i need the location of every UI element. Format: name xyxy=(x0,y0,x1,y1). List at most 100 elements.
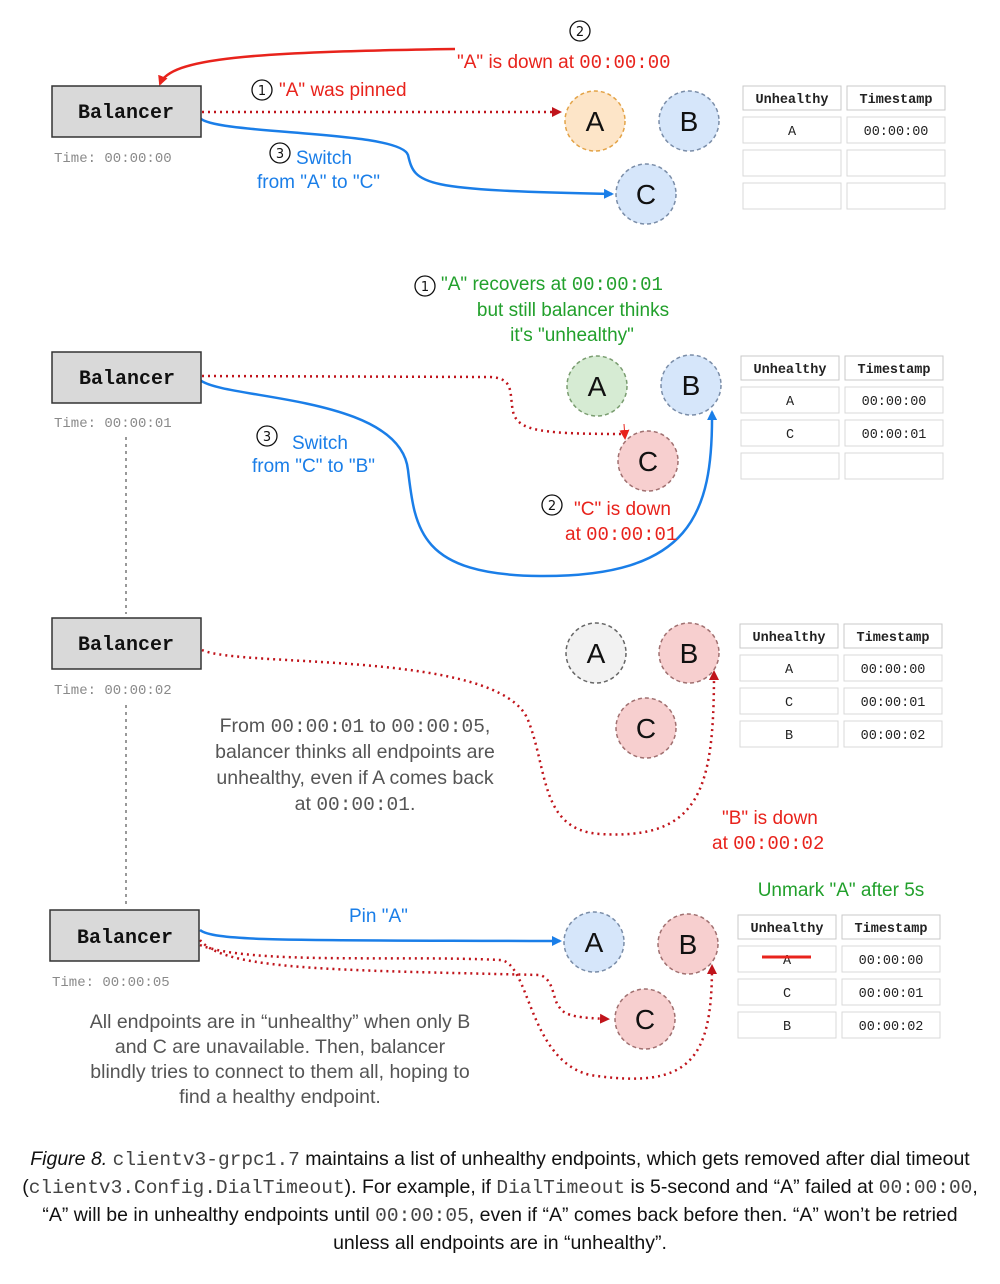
step-number: 3 xyxy=(276,147,284,162)
balancer-label: Balancer xyxy=(77,927,173,950)
note-line: and C are unavailable. Then, balancer xyxy=(115,1036,446,1058)
node-c-label: C xyxy=(635,1004,655,1035)
panel-1: Balancer Time: 00:00:00 A B C 2 "A" is d… xyxy=(51,20,946,225)
panel-2: Balancer Time: 00:00:01 A B C 1 "A" reco… xyxy=(51,274,944,578)
node-c xyxy=(617,430,679,492)
note-line: at 00:00:01. xyxy=(295,793,416,816)
balancer-label: Balancer xyxy=(78,634,174,657)
svg-text:A: A xyxy=(788,125,797,140)
tries-b-arrow xyxy=(201,648,719,836)
balancer-box xyxy=(49,909,200,962)
svg-text:C: C xyxy=(783,987,791,1002)
svg-text:C: C xyxy=(786,428,794,443)
svg-text:A: A xyxy=(785,663,794,678)
down-label: "B" is down xyxy=(722,808,818,829)
svg-text:00:00:01: 00:00:01 xyxy=(859,987,924,1002)
step3-label: from "A" to "C" xyxy=(257,172,380,193)
node-c xyxy=(614,988,676,1050)
pin-label: Pin "A" xyxy=(349,906,408,927)
svg-text:Unhealthy: Unhealthy xyxy=(754,363,827,378)
step-number: 1 xyxy=(421,280,429,295)
step1-label: "A" recovers at 00:00:01 xyxy=(441,274,663,296)
node-a xyxy=(565,622,627,684)
node-b xyxy=(658,90,720,152)
node-b-label: B xyxy=(682,370,701,401)
time-label: Time: 00:00:02 xyxy=(54,683,172,699)
step3-label: from "C" to "B" xyxy=(252,456,375,477)
time-label: Time: 00:00:00 xyxy=(54,151,172,167)
node-b-label: B xyxy=(680,106,699,137)
note-line: find a healthy endpoint. xyxy=(179,1086,381,1108)
node-c-label: C xyxy=(636,713,656,744)
unmark-label: Unmark "A" after 5s xyxy=(758,880,925,901)
unhealthy-table: Unhealthy Timestamp A 00:00:00 xyxy=(742,85,946,210)
svg-text:Unhealthy: Unhealthy xyxy=(751,922,824,937)
svg-text:C: C xyxy=(785,696,793,711)
step2-label: "A" is down at 00:00:00 xyxy=(457,52,671,74)
node-a-label: A xyxy=(587,638,606,669)
node-a-label: A xyxy=(588,371,607,402)
tries-c-arrow xyxy=(199,939,610,1024)
node-b-label: B xyxy=(680,638,699,669)
balancer-box xyxy=(51,617,202,670)
etcd-balancer-diagram: Balancer Time: 00:00:00 A B C 2 "A" is d… xyxy=(49,20,946,1108)
step-number: 1 xyxy=(258,84,266,99)
node-a xyxy=(566,355,628,417)
node-b xyxy=(657,913,719,975)
down-arrow xyxy=(158,47,456,86)
svg-text:A: A xyxy=(783,954,792,969)
node-c xyxy=(615,163,677,225)
figure-caption: Figure 8. clientv3-grpc1.7 maintains a l… xyxy=(22,1148,978,1254)
svg-text:00:00:02: 00:00:02 xyxy=(861,729,926,744)
pin-arrow xyxy=(199,928,562,946)
svg-text:Timestamp: Timestamp xyxy=(858,363,931,378)
svg-text:Timestamp: Timestamp xyxy=(855,922,928,937)
svg-text:00:00:01: 00:00:01 xyxy=(862,428,927,443)
svg-text:00:00:00: 00:00:00 xyxy=(859,954,924,969)
balancer-label: Balancer xyxy=(78,102,174,125)
note-line: unhealthy, even if A comes back xyxy=(216,767,493,789)
step1-label: it's "unhealthy" xyxy=(510,325,634,346)
unhealthy-table: Unhealthy Timestamp A 00:00:00 C 00:00:0… xyxy=(740,355,944,480)
step3-label: Switch xyxy=(296,148,352,169)
node-c-label: C xyxy=(638,446,658,477)
step1-label: but still balancer thinks xyxy=(477,300,669,321)
svg-text:Timestamp: Timestamp xyxy=(857,631,930,646)
node-b xyxy=(660,354,722,416)
svg-text:00:00:01: 00:00:01 xyxy=(861,696,926,711)
step-number: 2 xyxy=(576,25,584,40)
svg-text:00:00:00: 00:00:00 xyxy=(861,663,926,678)
switch-arrow xyxy=(199,378,718,578)
step2-label: "C" is down xyxy=(574,499,671,520)
svg-text:00:00:00: 00:00:00 xyxy=(864,125,929,140)
node-c xyxy=(615,697,677,759)
svg-text:A: A xyxy=(786,395,795,410)
node-a-label: A xyxy=(585,927,604,958)
switch-arrow xyxy=(199,116,614,199)
down-label: at 00:00:02 xyxy=(712,833,824,855)
step-number: 2 xyxy=(548,499,556,514)
panel-3: Balancer Time: 00:00:02 A B C "B" is dow… xyxy=(51,617,943,855)
svg-text:B: B xyxy=(785,729,793,744)
note-line: blindly tries to connect to them all, ho… xyxy=(90,1061,470,1083)
unhealthy-table: Unhealthy Timestamp A 00:00:00 C 00:00:0… xyxy=(737,914,941,1039)
svg-text:00:00:00: 00:00:00 xyxy=(862,395,927,410)
step-number: 3 xyxy=(263,430,271,445)
balancer-label: Balancer xyxy=(79,368,175,391)
note-line: balancer thinks all endpoints are xyxy=(215,741,495,763)
note-line: All endpoints are in “unhealthy” when on… xyxy=(90,1011,470,1033)
svg-text:Unhealthy: Unhealthy xyxy=(753,631,826,646)
svg-text:Unhealthy: Unhealthy xyxy=(756,93,829,108)
step1-label: "A" was pinned xyxy=(279,80,407,101)
node-a-label: A xyxy=(586,106,605,137)
node-c-label: C xyxy=(636,179,656,210)
unhealthy-table: Unhealthy Timestamp A 00:00:00 C 00:00:0… xyxy=(739,623,943,748)
step2-label: at 00:00:01 xyxy=(565,524,677,546)
node-b xyxy=(658,622,720,684)
step3-label: Switch xyxy=(292,433,348,454)
svg-text:B: B xyxy=(783,1020,791,1035)
balancer-box xyxy=(51,351,202,404)
svg-text:Timestamp: Timestamp xyxy=(860,93,933,108)
panel-4: Balancer Time: 00:00:05 A B C Pin "A" Un… xyxy=(49,880,941,1108)
time-label: Time: 00:00:05 xyxy=(52,975,170,991)
